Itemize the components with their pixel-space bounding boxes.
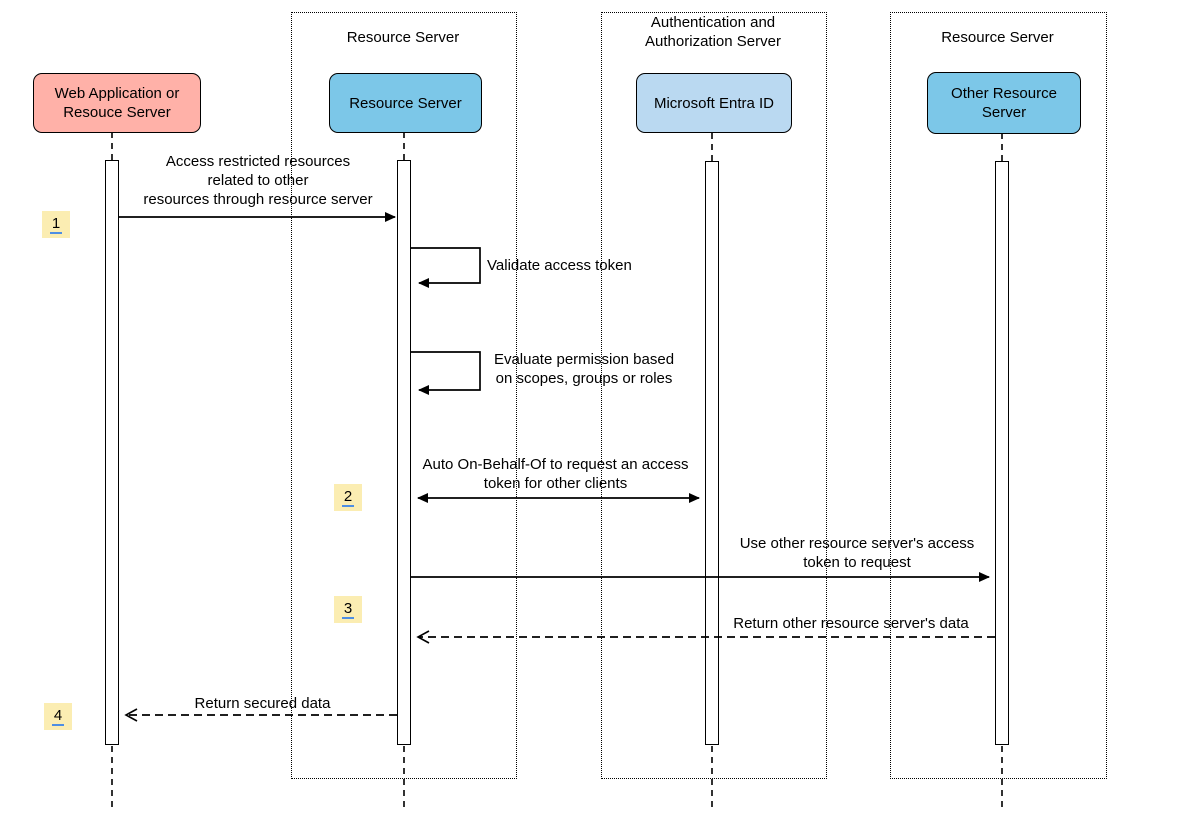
actor-label-line: Other Resource (951, 85, 1057, 102)
actor-microsoft-entra-id: Microsoft Entra ID (636, 73, 792, 133)
group-title-resource-server-1: Resource Server (346, 29, 460, 46)
group-auth-server (601, 12, 827, 779)
message-line: Evaluate permission based (493, 351, 675, 368)
group-title-resource-server-2: Resource Server (941, 29, 1054, 46)
step-badge-1[interactable]: 1 (42, 211, 70, 238)
message-line: Validate access token (487, 257, 632, 274)
message-line: token for other clients (483, 475, 628, 492)
step-badge-2[interactable]: 2 (334, 484, 362, 511)
message-label-validate-token: Validate access token (487, 256, 697, 275)
activation-bar-web-application (105, 160, 119, 745)
message-label-use-other-token: Use other resource server's access token… (712, 534, 1002, 572)
actor-other-resource-server: Other Resource Server (927, 72, 1081, 134)
message-line: Return secured data (194, 695, 331, 712)
actor-label-line: Web Application or (54, 85, 180, 102)
actor-web-application: Web Application or Resouce Server (33, 73, 201, 133)
actor-label-line: Resource Server (349, 94, 462, 112)
group-title-line: Authentication and (650, 14, 776, 31)
activation-bar-other-resource-server (995, 161, 1009, 745)
step-badge-3[interactable]: 3 (334, 596, 362, 623)
message-label-return-other-data: Return other resource server's data (705, 614, 997, 633)
group-title-line: Authorization Server (645, 33, 781, 50)
step-number: 1 (49, 215, 63, 234)
message-line: token to request (803, 554, 911, 571)
actor-label-line: Resouce Server (63, 104, 171, 121)
actor-label-line: Server (981, 104, 1027, 121)
step-number: 4 (51, 707, 65, 726)
message-line: related to other (207, 172, 309, 189)
actor-label-line: Microsoft Entra ID (653, 94, 775, 112)
actor-resource-server: Resource Server (329, 73, 482, 133)
step-badge-4[interactable]: 4 (44, 703, 72, 730)
message-line: resources through resource server (143, 191, 373, 208)
message-line: on scopes, groups or roles (495, 370, 673, 387)
message-label-auto-on-behalf-of: Auto On-Behalf-Of to request an access t… (408, 455, 703, 493)
message-line: Use other resource server's access (739, 535, 975, 552)
group-title-auth-server: Authentication and Authorization Server (601, 13, 825, 51)
group-resource-server-2 (890, 12, 1107, 779)
message-label-access-restricted: Access restricted resources related to o… (118, 152, 398, 209)
activation-bar-microsoft-entra-id (705, 161, 719, 745)
step-number: 2 (341, 488, 355, 507)
message-line: Auto On-Behalf-Of to request an access (422, 456, 689, 473)
message-label-evaluate-permission: Evaluate permission based on scopes, gro… (484, 350, 684, 388)
message-label-return-secured-data: Return secured data (170, 694, 355, 713)
message-line: Return other resource server's data (733, 615, 969, 632)
message-line: Access restricted resources (165, 153, 351, 170)
activation-bar-resource-server (397, 160, 411, 745)
step-number: 3 (341, 600, 355, 619)
